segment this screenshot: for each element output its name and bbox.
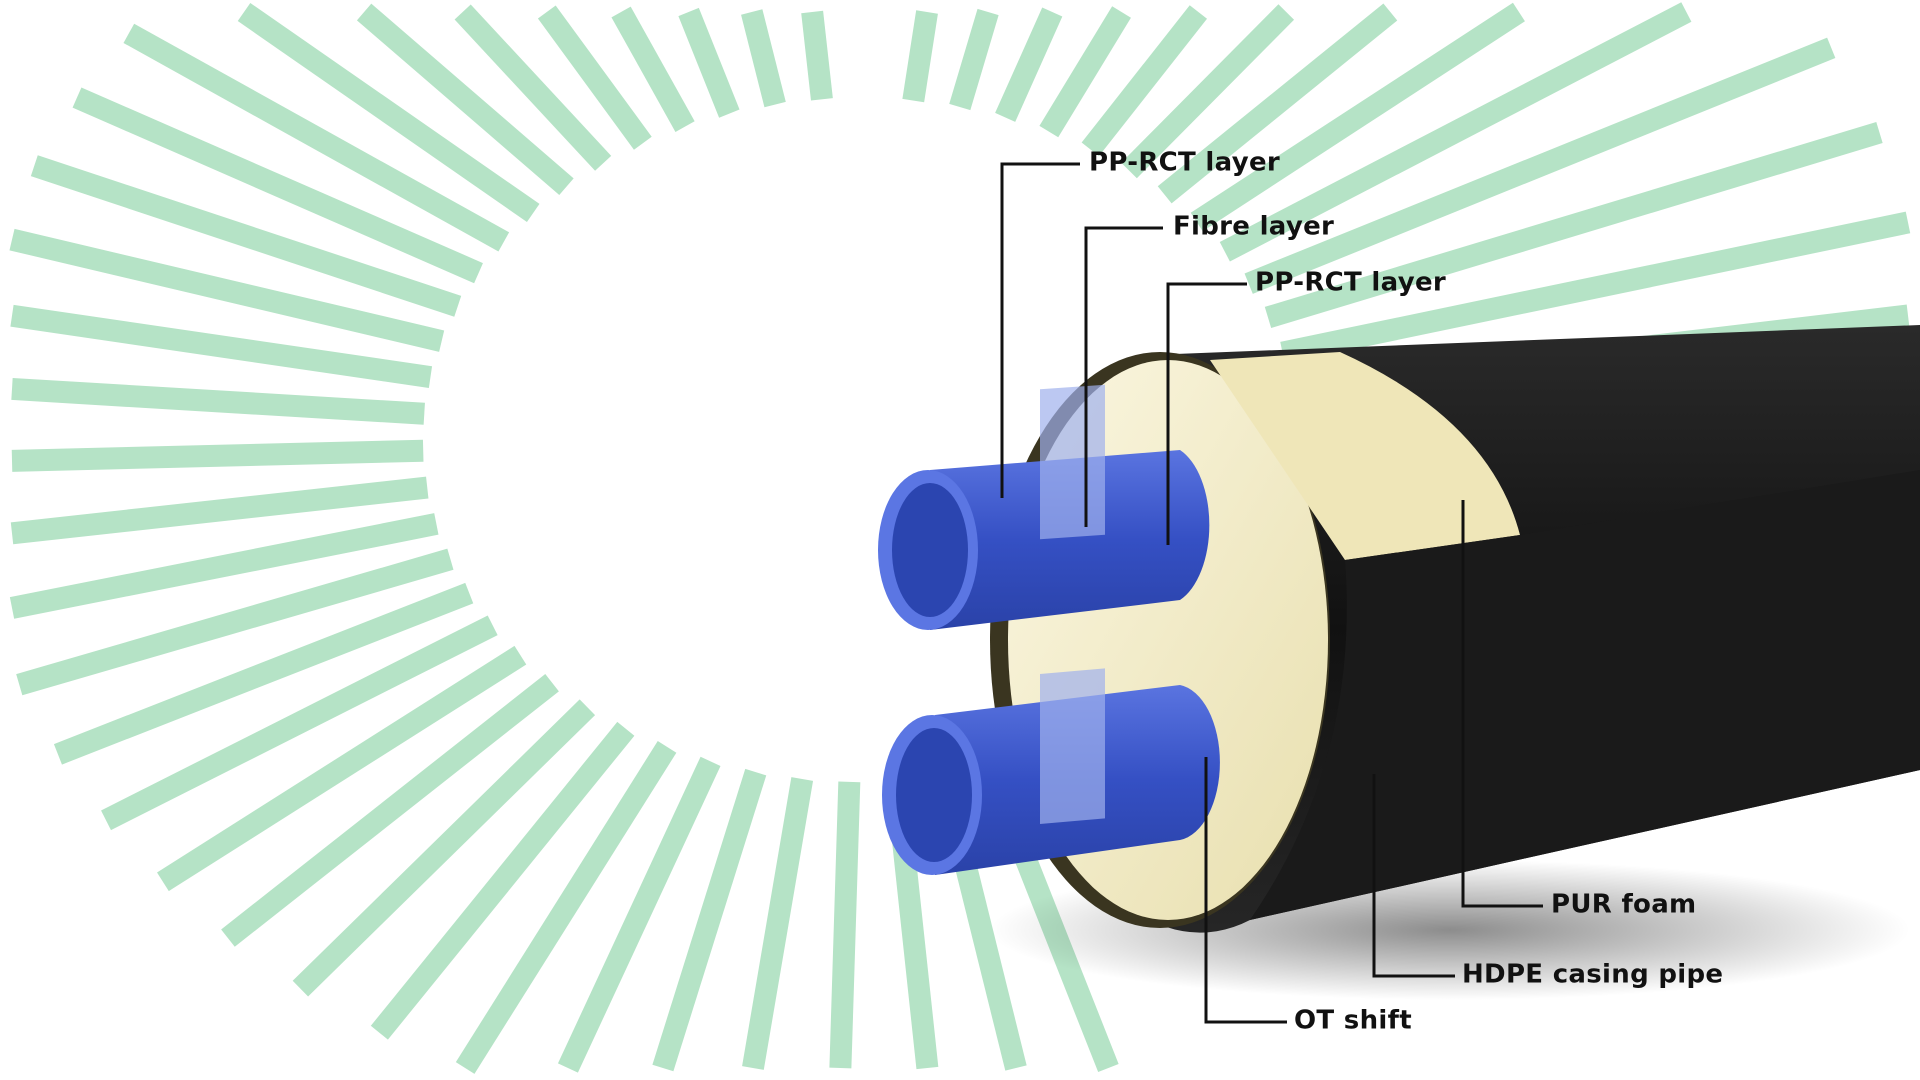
leader-pp-rct-outer (1000, 162, 1080, 498)
green-ray (537, 5, 652, 150)
green-ray (741, 9, 786, 108)
green-ray (455, 741, 677, 1074)
green-ray (123, 23, 510, 252)
green-ray (30, 155, 462, 317)
green-ray (16, 548, 454, 696)
green-ray (10, 476, 429, 545)
green-ray (1121, 4, 1295, 179)
green-ray (902, 10, 938, 103)
label-pur-foam: PUR foam (1551, 889, 1697, 920)
leader-pur-foam (1461, 500, 1543, 908)
label-pp-rct-outer: PP-RCT layer (1089, 147, 1280, 178)
green-ray (742, 777, 814, 1070)
casing-cut-edge (1250, 470, 1920, 920)
green-ray (949, 8, 999, 111)
green-ray (1280, 211, 1911, 364)
green-ray (9, 513, 439, 619)
leader-hdpe (1372, 774, 1455, 978)
green-ray (9, 228, 445, 352)
foam-cutaway (1210, 352, 1520, 560)
label-hdpe-casing: HDPE casing pipe (1462, 959, 1724, 990)
green-ray (237, 2, 540, 222)
leader-ot-shift (1204, 757, 1287, 1024)
green-ray (652, 768, 767, 1072)
green-ray (995, 7, 1063, 122)
label-pp-rct-inner: PP-RCT layer (1255, 267, 1446, 298)
green-ray (292, 699, 596, 997)
green-ray (53, 582, 474, 765)
green-ray (101, 615, 498, 831)
leader-fibre (1084, 226, 1163, 527)
green-ray (1157, 3, 1398, 204)
green-ray (1244, 37, 1836, 294)
upper-carrier-pipe (878, 384, 1210, 630)
green-ray (1039, 6, 1131, 138)
green-ray (557, 756, 721, 1073)
green-ray (829, 781, 861, 1069)
green-ray (1264, 121, 1883, 328)
green-ray (221, 674, 559, 947)
green-ray (454, 4, 612, 171)
label-fibre-layer: Fibre layer (1173, 211, 1335, 242)
green-ray (801, 10, 833, 101)
green-ray (11, 377, 425, 425)
green-ray (72, 87, 483, 284)
green-ray (1219, 2, 1692, 262)
leader-pp-rct-inner (1166, 282, 1247, 545)
green-ray (1081, 5, 1208, 157)
green-ray (370, 721, 635, 1040)
green-ray (11, 439, 424, 472)
green-ray (157, 645, 527, 892)
lower-carrier-pipe (882, 668, 1220, 875)
green-ray (611, 6, 695, 132)
green-ray (10, 304, 433, 388)
green-ray (678, 7, 740, 118)
green-ray (356, 3, 574, 195)
green-ray (1190, 2, 1525, 232)
label-ot-shift: OT shift (1294, 1005, 1412, 1036)
